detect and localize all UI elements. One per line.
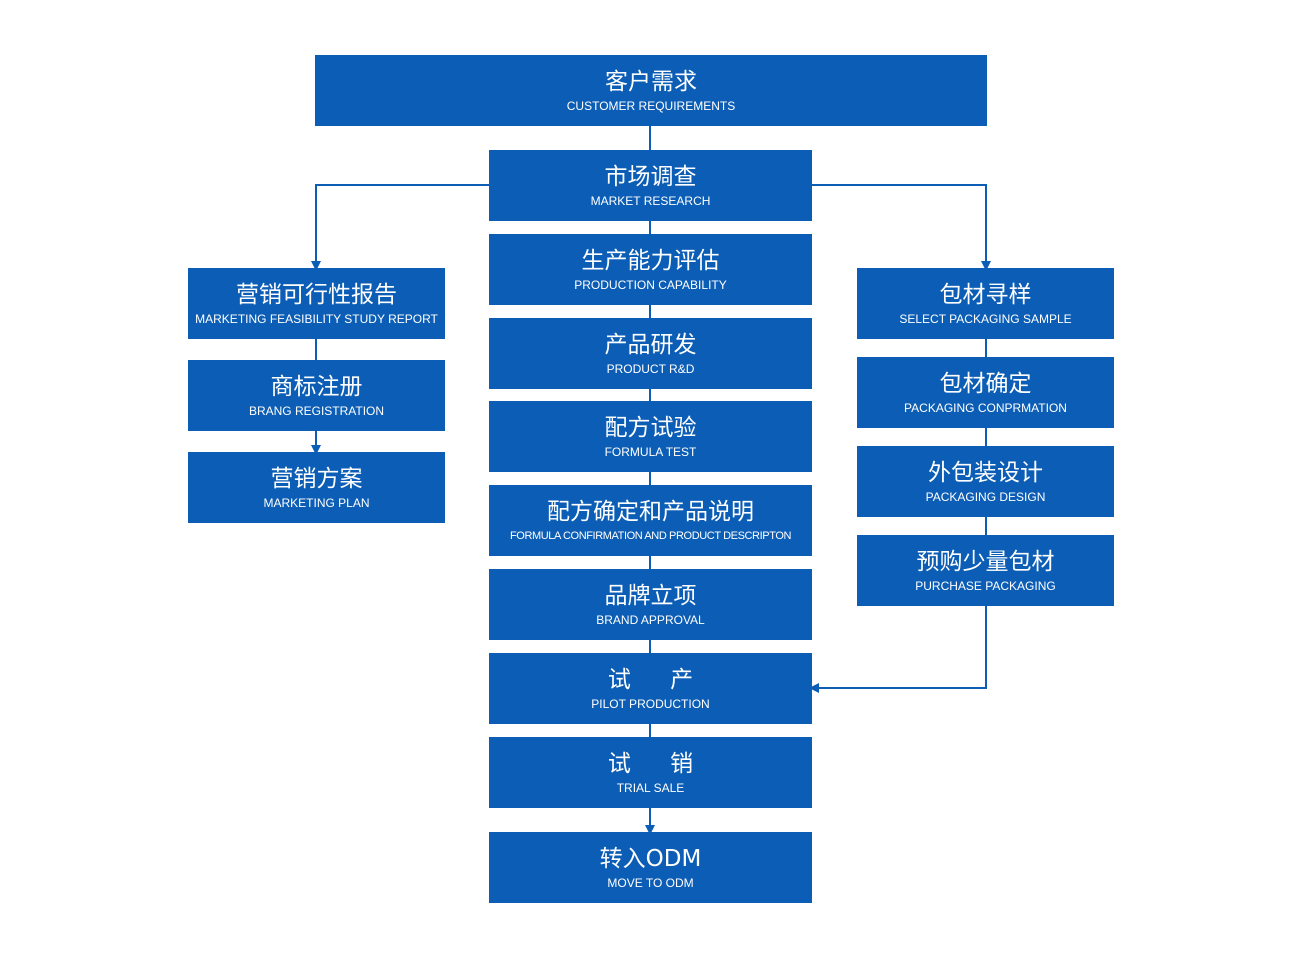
packaging-confirmation-box: 包材确定 PACKAGING CONPRMATION <box>857 357 1114 428</box>
brand-approval-subtitle: BRAND APPROVAL <box>596 612 705 627</box>
trial-sale-box: 试 销 TRIAL SALE <box>489 737 812 808</box>
marketing-plan-title: 营销方案 <box>270 465 363 492</box>
formula-confirmation-subtitle: FORMULA CONFIRMATION AND PRODUCT DESCRIP… <box>509 529 792 542</box>
product-rnd-title: 产品研发 <box>604 331 697 358</box>
market-research-box: 市场调查 MARKET RESEARCH <box>489 150 812 221</box>
trial-sale-title: 试 销 <box>607 750 710 777</box>
arrow-to-feasibility <box>311 184 489 271</box>
arrow-to-pilot-production <box>809 605 987 693</box>
marketing-feasibility-box: 营销可行性报告 MARKETING FEASIBILITY STUDY REPO… <box>188 268 445 339</box>
packaging-sample-title: 包材寻样 <box>939 281 1032 308</box>
brand-registration-title: 商标注册 <box>270 373 363 400</box>
packaging-design-title: 外包装设计 <box>928 459 1043 486</box>
packaging-confirmation-title: 包材确定 <box>939 370 1032 397</box>
brand-approval-title: 品牌立项 <box>604 582 697 609</box>
packaging-sample-box: 包材寻样 SELECT PACKAGING SAMPLE <box>857 268 1114 339</box>
production-capability-title: 生产能力评估 <box>581 247 720 274</box>
move-to-odm-subtitle: MOVE TO ODM <box>607 875 694 890</box>
packaging-design-subtitle: PACKAGING DESIGN <box>925 489 1046 504</box>
customer-requirements-box: 客户需求 CUSTOMER REQUIREMENTS <box>315 55 987 126</box>
purchase-packaging-box: 预购少量包材 PURCHASE PACKAGING <box>857 535 1114 606</box>
packaging-confirmation-subtitle: PACKAGING CONPRMATION <box>904 400 1067 415</box>
move-to-odm-box: 转入ODM MOVE TO ODM <box>489 832 812 903</box>
marketing-feasibility-subtitle: MARKETING FEASIBILITY STUDY REPORT <box>195 311 438 326</box>
production-capability-box: 生产能力评估 PRODUCTION CAPABILITY <box>489 234 812 305</box>
packaging-sample-subtitle: SELECT PACKAGING SAMPLE <box>899 311 1072 326</box>
brand-approval-box: 品牌立项 BRAND APPROVAL <box>489 569 812 640</box>
formula-test-title: 配方试验 <box>604 414 697 441</box>
formula-test-box: 配方试验 FORMULA TEST <box>489 401 812 472</box>
pilot-production-subtitle: PILOT PRODUCTION <box>591 696 710 711</box>
arrow-to-packaging-sample <box>811 184 991 271</box>
brand-registration-subtitle: BRANG REGISTRATION <box>248 403 385 418</box>
market-research-subtitle: MARKET RESEARCH <box>590 193 711 208</box>
pilot-production-box: 试 产 PILOT PRODUCTION <box>489 653 812 724</box>
brand-registration-box: 商标注册 BRANG REGISTRATION <box>188 360 445 431</box>
purchase-packaging-subtitle: PURCHASE PACKAGING <box>915 578 1056 593</box>
move-to-odm-title: 转入ODM <box>599 845 702 872</box>
customer-requirements-title: 客户需求 <box>605 68 697 95</box>
marketing-feasibility-title: 营销可行性报告 <box>236 281 397 308</box>
pilot-production-title: 试 产 <box>607 666 710 693</box>
trial-sale-subtitle: TRIAL SALE <box>616 780 685 795</box>
marketing-plan-subtitle: MARKETING PLAN <box>263 495 370 510</box>
formula-confirmation-title: 配方确定和产品说明 <box>547 498 754 525</box>
marketing-plan-box: 营销方案 MARKETING PLAN <box>188 452 445 523</box>
formula-test-subtitle: FORMULA TEST <box>604 444 697 459</box>
purchase-packaging-title: 预购少量包材 <box>916 548 1055 575</box>
production-capability-subtitle: PRODUCTION CAPABILITY <box>574 277 727 292</box>
market-research-title: 市场调查 <box>604 163 697 190</box>
formula-confirmation-box: 配方确定和产品说明 FORMULA CONFIRMATION AND PRODU… <box>489 485 812 556</box>
customer-requirements-subtitle: CUSTOMER REQUIREMENTS <box>566 98 736 113</box>
packaging-design-box: 外包装设计 PACKAGING DESIGN <box>857 446 1114 517</box>
product-rnd-box: 产品研发 PRODUCT R&D <box>489 318 812 389</box>
product-rnd-subtitle: PRODUCT R&D <box>606 361 695 376</box>
